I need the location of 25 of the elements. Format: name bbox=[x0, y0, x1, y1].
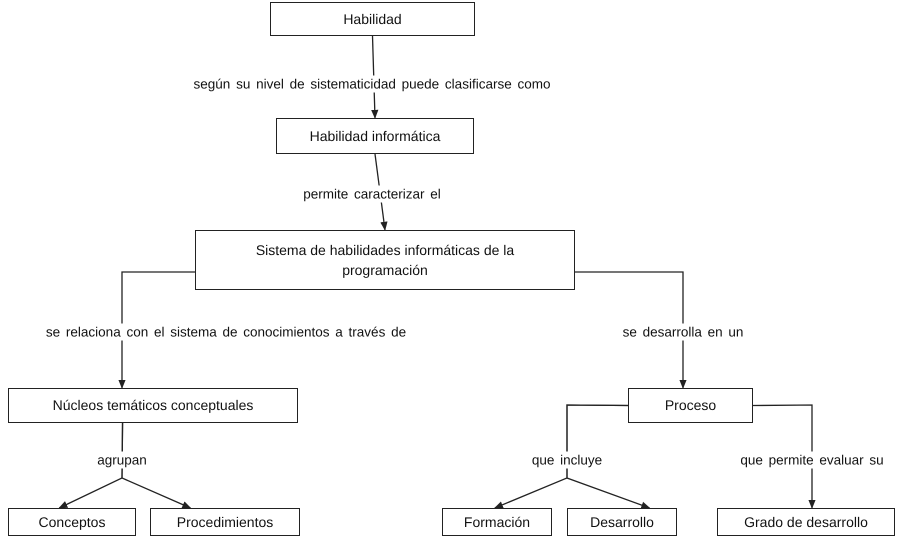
concept-text: Desarrollo bbox=[590, 512, 654, 532]
concept-text: Habilidad informática bbox=[310, 126, 440, 146]
concept-text: Habilidad bbox=[343, 10, 402, 29]
concept-text: Conceptos bbox=[38, 512, 106, 532]
concept-text: Sistema de habilidades informáticas de la programación bbox=[254, 240, 516, 280]
concept-box bbox=[717, 508, 895, 536]
concept-text: Procedimientos bbox=[176, 512, 274, 532]
arrow bbox=[121, 423, 192, 509]
concept-text: Núcleos temáticos conceptuales bbox=[52, 396, 254, 416]
concept-box bbox=[8, 508, 136, 536]
concept-box bbox=[150, 508, 300, 536]
concept-box bbox=[567, 508, 677, 536]
arrow bbox=[753, 404, 816, 509]
concept-box bbox=[270, 2, 475, 36]
concept-box bbox=[195, 230, 575, 290]
concept-text: Formación bbox=[464, 512, 530, 532]
arrow bbox=[118, 271, 195, 389]
concept-text: Proceso bbox=[664, 396, 716, 416]
concept-text: Grado de desarrollo bbox=[744, 512, 868, 532]
concept-box bbox=[442, 508, 552, 536]
concept-box bbox=[276, 118, 474, 154]
arrow bbox=[575, 271, 687, 389]
arrow bbox=[566, 404, 650, 509]
concept-box bbox=[8, 388, 298, 423]
concept-box bbox=[628, 388, 753, 423]
